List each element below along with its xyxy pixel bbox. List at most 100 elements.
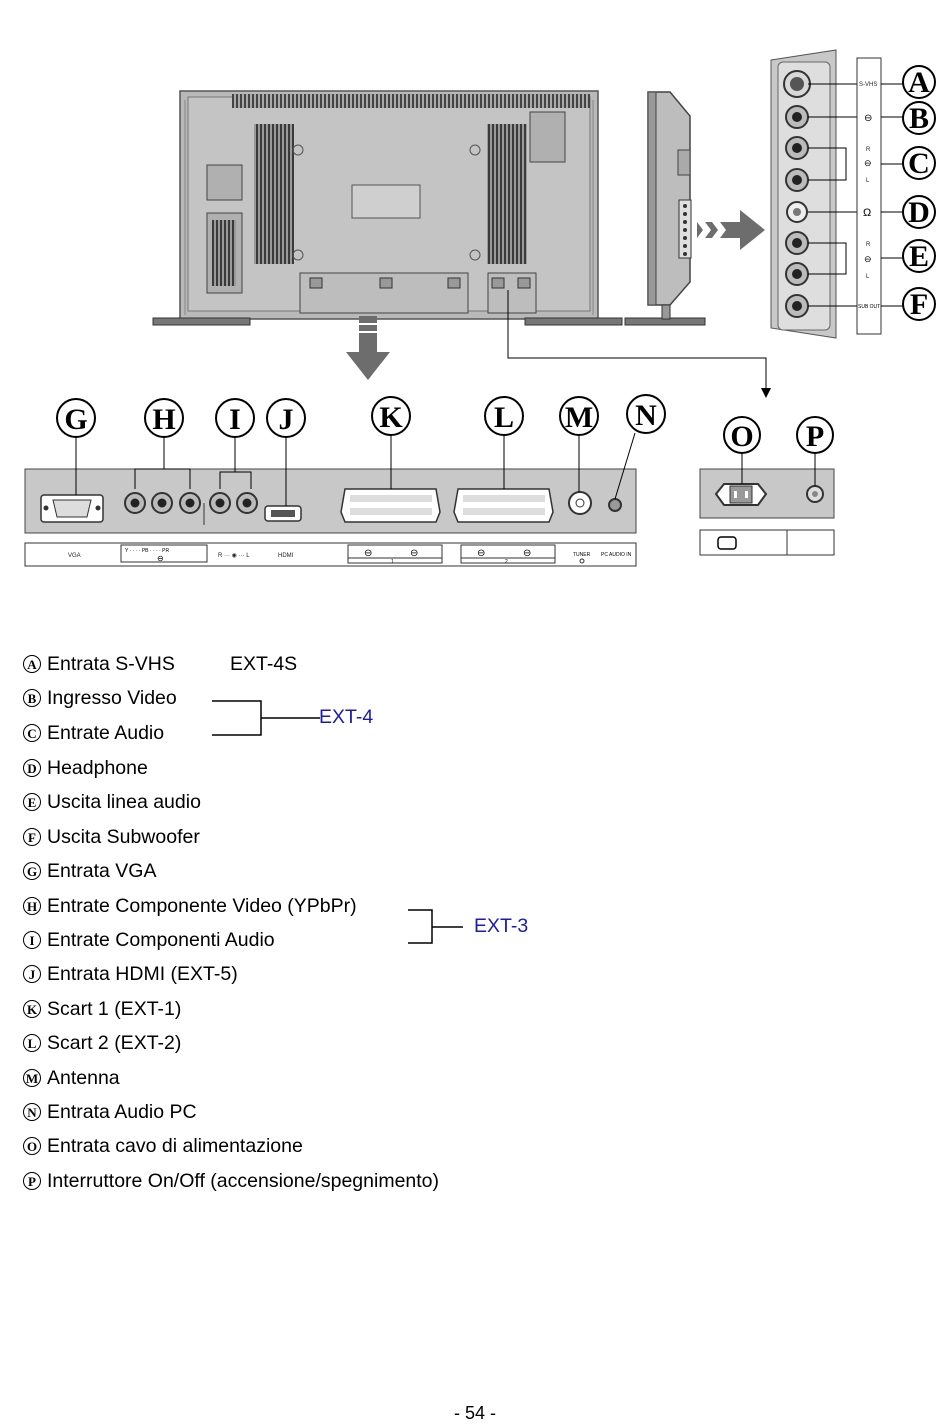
tv-back-view [152, 90, 623, 326]
ext3-label: EXT-3 [474, 915, 529, 937]
badge-i-icon: I [23, 931, 41, 949]
label-ypbpr: Y · · · · PB · · · · PR [125, 548, 169, 554]
legend-text: Ingresso Video [47, 686, 177, 709]
side-label-l: L [866, 178, 870, 184]
scart2-socket-icon [453, 488, 554, 523]
callout-i: I [215, 398, 255, 489]
bottom-connector-panel [24, 468, 637, 534]
badge-j-icon: J [23, 965, 41, 983]
callout-k: K [371, 396, 411, 489]
scart1-out-icon: ⊖ [364, 548, 372, 559]
callout-a: A [881, 65, 936, 99]
legend-text: Interruttore On/Off (accensione/spegnime… [47, 1169, 440, 1192]
svg-text:O: O [730, 420, 753, 453]
legend-text: Headphone [47, 756, 148, 779]
ext4-label: EXT-4 [319, 706, 374, 728]
legend-text: Entrata HDMI (EXT-5) [47, 962, 238, 985]
badge-a-icon: A [23, 655, 41, 673]
scart1-socket-icon [340, 488, 441, 523]
callout-o: O [723, 416, 761, 484]
callout-m: M [559, 396, 599, 492]
badge-d-icon: D [23, 759, 41, 777]
badge-b-icon: B [23, 689, 41, 707]
badge-e-icon: E [23, 793, 41, 811]
svg-text:⊖: ⊖ [864, 254, 872, 264]
svg-text:G: G [64, 403, 87, 436]
svg-text:J: J [279, 403, 294, 436]
legend-item: H Entrate Componente Video (YPbPr) [23, 894, 357, 918]
badge-l-icon: L [23, 1034, 41, 1052]
legend-text: Entrate Componenti Audio [47, 928, 275, 951]
side-label-r: R [866, 147, 871, 153]
svg-text:N: N [635, 399, 657, 432]
badge-k-icon: K [23, 1000, 41, 1018]
legend-text: Entrata VGA [47, 859, 157, 882]
svg-text:I: I [229, 403, 241, 436]
connection-diagram: S-VHS ⊖ R ⊖ L Ω R ⊖ L SUB OUT A B C D E [24, 49, 936, 567]
callout-j: J [266, 398, 306, 506]
callout-n: N [614, 394, 666, 500]
legend-item: O Entrata cavo di alimentazione [23, 1134, 303, 1158]
legend-item: G Entrata VGA [23, 859, 156, 883]
antenna-socket-icon [568, 491, 592, 515]
tv-side-view [624, 91, 706, 326]
legend-item: D Headphone [23, 756, 148, 780]
label-pc-audio-in: PC AUDIO IN [601, 552, 632, 558]
bottom-label-strip: VGA Y · · · · PB · · · · PR ⊖ R ··· ◉ ··… [24, 542, 637, 567]
callout-h: H [134, 398, 191, 489]
legend-item: J Entrata HDMI (EXT-5) [23, 962, 238, 986]
legend-text: Entrata cavo di alimentazione [47, 1134, 303, 1157]
legend-item: F Uscita Subwoofer [23, 825, 200, 849]
svg-text:B: B [909, 102, 929, 135]
svg-text:C: C [908, 147, 930, 180]
legend-item: M Antenna [23, 1066, 120, 1090]
video-in-symbol-icon: ⊖ [864, 113, 872, 124]
legend-text: Entrate Audio [47, 721, 165, 744]
power-pointer-arrowhead [761, 388, 771, 398]
badge-h-icon: H [23, 897, 41, 915]
pc-audio-socket-icon [608, 498, 622, 512]
badge-c-icon: C [23, 724, 41, 742]
legend-text: Uscita linea audio [47, 790, 201, 813]
legend-text: Antenna [47, 1066, 120, 1089]
side-label-r-out: R [866, 242, 871, 248]
scart2-out-icon: ⊖ [477, 548, 485, 559]
legend-item: P Interruttore On/Off (accensione/spegni… [23, 1169, 439, 1193]
legend-item: E Uscita linea audio [23, 790, 201, 814]
legend-text: Uscita Subwoofer [47, 825, 200, 848]
svg-text:A: A [908, 66, 930, 99]
side-label-svhs: S-VHS [859, 82, 877, 88]
svg-text:L: L [494, 401, 514, 434]
legend-item: N Entrata Audio PC [23, 1100, 197, 1124]
label-scart2: 2 [505, 559, 508, 565]
callout-e: E [881, 239, 936, 273]
legend-item: B Ingresso Video [23, 686, 177, 710]
svg-text:P: P [806, 420, 824, 453]
side-label-subout: SUB OUT [858, 304, 880, 310]
svg-text:F: F [910, 288, 928, 321]
page-number: - 54 - [453, 1403, 496, 1423]
svg-text:M: M [565, 401, 593, 434]
legend-text: Entrate Componente Video (YPbPr) [47, 894, 357, 917]
side-label-strip: S-VHS ⊖ R ⊖ L Ω R ⊖ L SUB OUT [856, 57, 882, 335]
legend-item: L Scart 2 (EXT-2) [23, 1031, 181, 1055]
badge-g-icon: G [23, 862, 41, 880]
callout-g: G [56, 398, 96, 495]
badge-p-icon: P [23, 1172, 41, 1190]
legend-item: I Entrate Componenti Audio [23, 928, 275, 952]
component-video-in-icon: ⊖ [157, 554, 164, 563]
label-tuner: TUNER [573, 552, 591, 558]
label-vga: VGA [68, 553, 81, 559]
svg-text:E: E [909, 240, 929, 273]
power-pointer-line [507, 290, 767, 393]
svg-text:K: K [379, 401, 403, 434]
label-scart1: 1 [391, 559, 394, 565]
side-label-l-out: L [866, 274, 870, 280]
legend-text: Entrata Audio PC [47, 1100, 197, 1123]
headphone-symbol-icon: Ω [863, 207, 871, 219]
badge-o-icon: O [23, 1137, 41, 1155]
callout-f: F [881, 287, 936, 321]
legend-text: Entrata S-VHS [47, 652, 175, 675]
legend-text: Scart 2 (EXT-2) [47, 1031, 182, 1054]
down-arrow-icon [346, 316, 390, 380]
